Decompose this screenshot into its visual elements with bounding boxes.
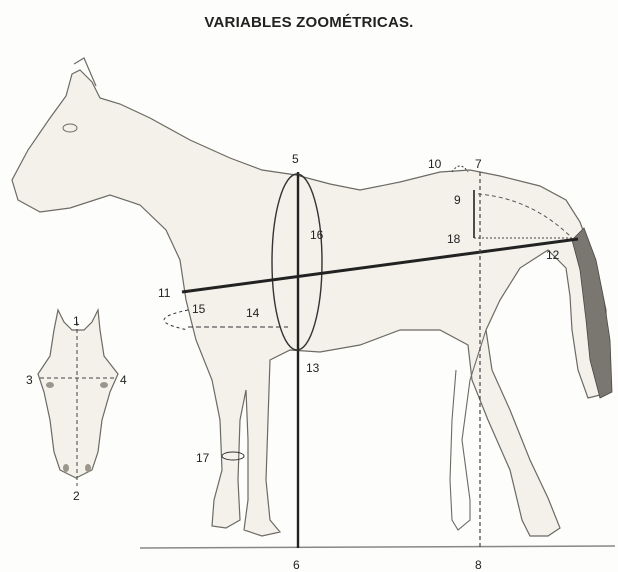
label-4: 4 bbox=[120, 373, 127, 387]
horse-outline bbox=[12, 70, 606, 536]
label-13: 13 bbox=[306, 361, 320, 375]
label-18: 18 bbox=[447, 232, 461, 246]
label-5: 5 bbox=[292, 152, 299, 166]
label-12: 12 bbox=[546, 248, 560, 262]
label-7: 7 bbox=[475, 157, 482, 171]
label-1: 1 bbox=[73, 314, 80, 328]
label-3: 3 bbox=[26, 373, 33, 387]
head-eye-left bbox=[46, 382, 54, 388]
label-2: 2 bbox=[73, 489, 80, 503]
label-17: 17 bbox=[196, 451, 210, 465]
label-6: 6 bbox=[293, 558, 300, 572]
head-nostril-right bbox=[85, 464, 91, 472]
label-15: 15 bbox=[192, 302, 206, 316]
head-nostril-left bbox=[63, 464, 69, 472]
label-9: 9 bbox=[454, 193, 461, 207]
head-front-view bbox=[38, 310, 118, 478]
label-8: 8 bbox=[475, 558, 482, 572]
label-11: 11 bbox=[158, 286, 171, 300]
label-16: 16 bbox=[310, 228, 324, 242]
label-14: 14 bbox=[246, 306, 260, 320]
ground-line bbox=[140, 546, 615, 548]
head-eye-right bbox=[100, 382, 108, 388]
label-10: 10 bbox=[428, 157, 442, 171]
measure-arc-15 bbox=[164, 310, 188, 330]
